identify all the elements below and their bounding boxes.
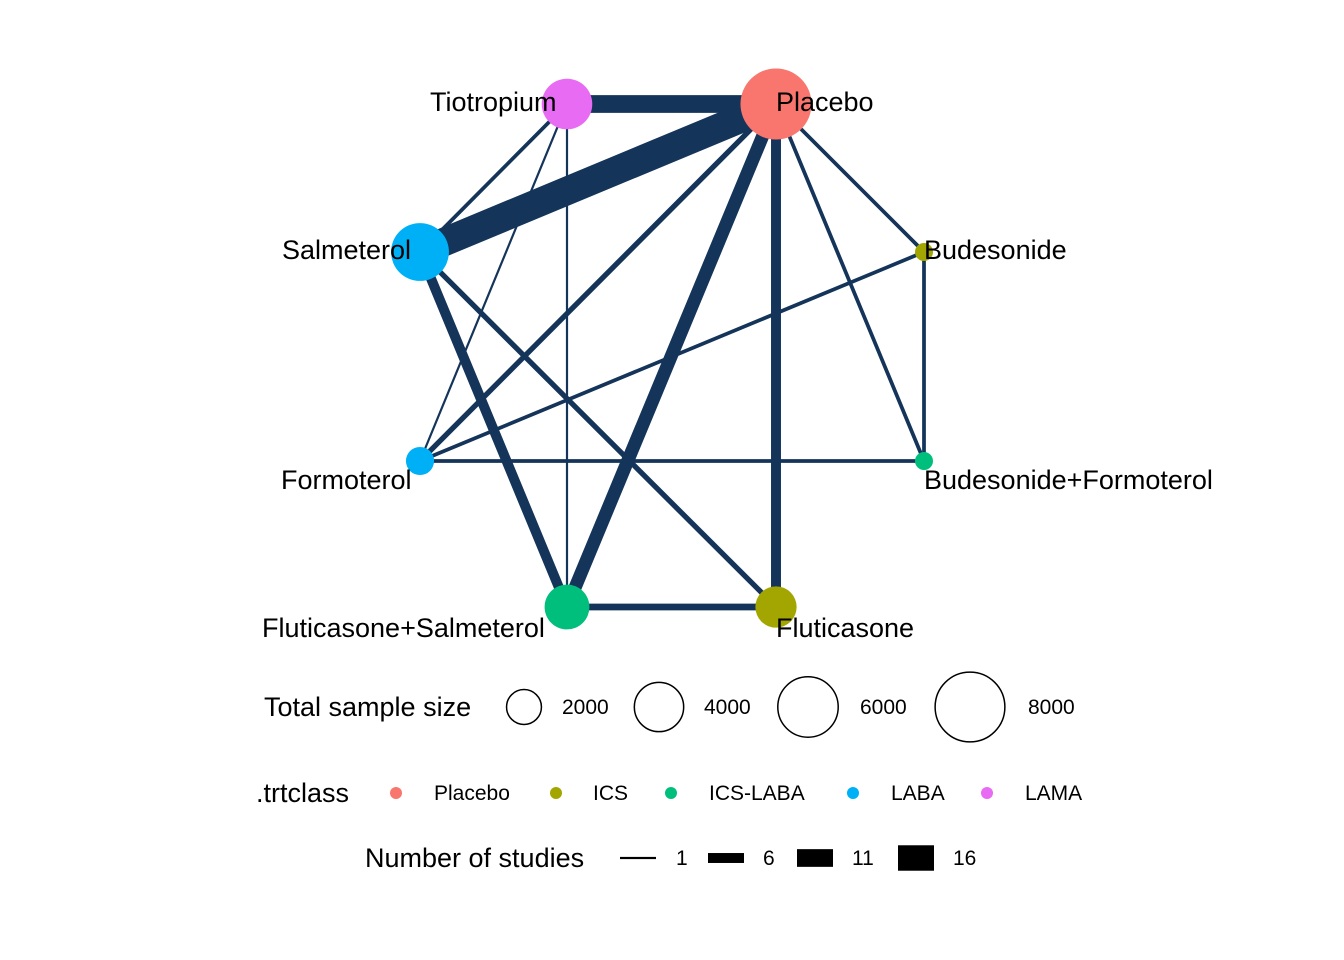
legend-trtclass-dot [665,787,677,799]
legend-trtclass-dot [550,787,562,799]
legend-trtclass-label: LABA [891,782,945,805]
edge-salmeterol-tiotropium [418,102,569,254]
node-tiotropium [541,78,593,130]
legend-size-label: 2000 [562,696,609,719]
legend-size-label: 8000 [1028,696,1075,719]
legend-studies-label: 6 [763,847,775,870]
edge-formoterol-budesonide [419,250,925,463]
node-label-tiotropium: Tiotropium [430,87,557,117]
legend-studies-label: 16 [953,847,976,870]
node-label-budesonide-formoterol: Budesonide+Formoterol [924,465,1213,495]
legend-trtclass-dot [390,787,402,799]
legend-trtclass-title: .trtclass [256,778,349,808]
legend-studies-swatch [620,856,656,860]
edge-tiotropium-formoterol [418,103,569,462]
node-salmeterol [391,223,449,281]
legend-size-circle [777,676,839,738]
legend-sample-size: Total sample size 2000 4000 6000 8000 [264,671,1075,743]
legend-trtclass-label: LAMA [1025,782,1082,805]
node-budesonide-formoterol [915,452,933,470]
legend-studies-swatch [797,849,833,867]
legend-trtclass: .trtclass Placebo ICS ICS-LABA LABA LAMA [256,778,1082,808]
node-fluticasone [755,586,797,628]
legend-studies-label: 11 [852,847,874,870]
node-label-placebo: Placebo [776,87,874,117]
legend-trtclass-label: ICS-LABA [709,782,805,805]
node-label-budesonide: Budesonide [924,235,1067,265]
node-placebo [740,68,812,140]
legend-trtclass-label: Placebo [434,782,510,805]
node-budesonide [915,243,933,261]
node-formoterol [405,446,435,476]
legend-studies-title: Number of studies [365,843,584,873]
legend-size-label: 4000 [704,696,751,719]
node-label-fluticasone: Fluticasone [776,613,914,643]
legend-studies-swatch [708,853,744,863]
legend-size-circle [505,688,543,726]
node-label-formoterol: Formoterol [281,465,412,495]
legend-size-circle [633,681,685,733]
legend-trtclass-dot [847,787,859,799]
edges-layer [414,90,926,611]
edge-placebo-formoterol [418,102,778,463]
legend-size-label: 6000 [860,696,907,719]
edge-salmeterol-fluticasone [418,250,778,609]
node-fluticasone-salmeterol [544,584,590,630]
node-label-fluticasone-salmeterol: Fluticasone+Salmeterol [262,613,545,643]
legend-trtclass-dot [981,787,993,799]
legend-sample-size-title: Total sample size [264,692,471,722]
node-label-salmeterol: Salmeterol [282,235,411,265]
nodes-layer [391,68,933,630]
legend-trtclass-label: ICS [593,782,628,805]
legend-size-circle [934,671,1006,743]
edge-salmeterol-placebo [414,90,782,266]
legend-studies-label: 1 [676,847,688,870]
legend-studies-swatch [898,845,934,871]
